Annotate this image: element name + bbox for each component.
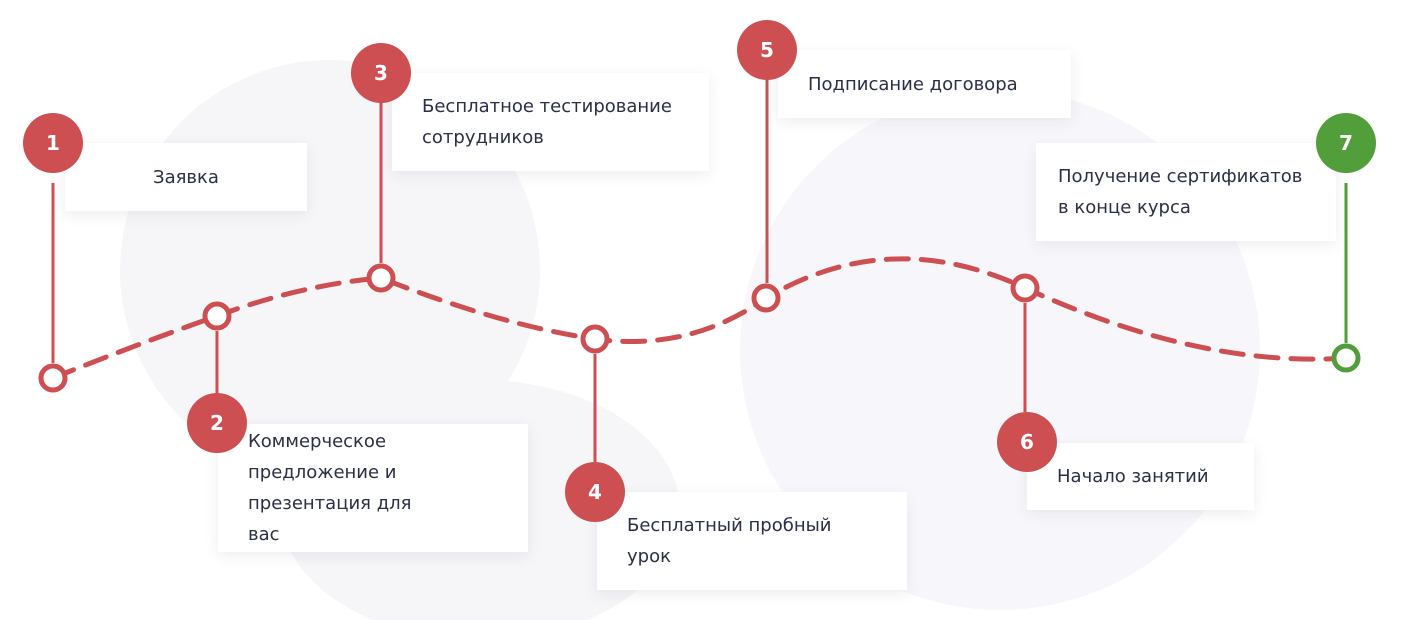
step-card-1: Заявка [65,143,307,211]
node-3 [366,263,396,293]
step-badge-4: 4 [565,462,625,522]
step-card-2: Коммерческое предложение и презентация д… [218,424,528,552]
step-label: Бесплатный пробный урок [627,515,832,567]
step-card-5: Подписание договора [778,50,1071,118]
step-badge-5: 5 [737,20,797,80]
dashed-curve [50,256,1349,381]
step-label: Начало занятий [1057,466,1209,487]
node-2 [202,301,232,331]
node-7 [1331,343,1361,373]
step-card-7: Получение сертификатов в конце курса [1036,143,1336,241]
node-6 [1010,273,1040,303]
node-1 [38,363,68,393]
node-5 [751,283,781,313]
step-badge-2: 2 [187,393,247,453]
step-card-3: Бесплатное тестирование сотрудников [392,73,709,171]
step-label: Заявка [153,166,219,188]
step-badge-6: 6 [997,412,1057,472]
step-badge-3: 3 [351,43,411,103]
step-label: Бесплатное тестирование сотрудников [422,96,672,148]
step-label: Коммерческое предложение и презентация д… [248,431,412,545]
step-label: Получение сертификатов в конце курса [1058,166,1303,218]
node-4 [580,324,610,354]
step-card-4: Бесплатный пробный урок [597,492,907,590]
step-label: Подписание договора [808,73,1018,95]
step-card-6: Начало занятий [1027,443,1254,510]
step-badge-7: 7 [1316,113,1376,173]
step-badge-1: 1 [23,113,83,173]
